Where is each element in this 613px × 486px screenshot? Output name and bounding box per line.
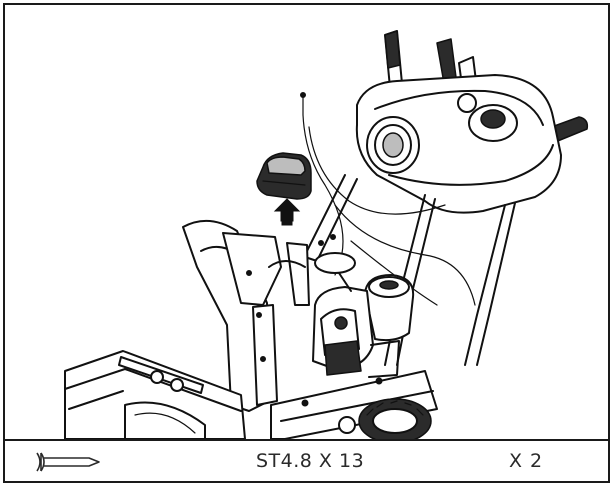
hardware-row: ST4.8 X 13 X 2 <box>5 439 608 481</box>
discharge-chute <box>182 220 336 412</box>
drive-wheel <box>270 370 438 439</box>
screw-spec: ST4.8 X 13 <box>256 450 365 472</box>
assembly-illustration <box>5 5 608 439</box>
screw-icon <box>33 451 103 478</box>
removed-cover-part <box>256 152 312 200</box>
screw-quantity: X 2 <box>509 450 544 472</box>
engine <box>304 252 415 378</box>
auger-housing <box>64 350 246 439</box>
handlebar-assembly <box>304 30 589 366</box>
snowblower-drawing <box>64 30 589 439</box>
instruction-frame: ST4.8 X 13 X 2 <box>3 3 610 483</box>
lift-arrow <box>273 198 301 226</box>
